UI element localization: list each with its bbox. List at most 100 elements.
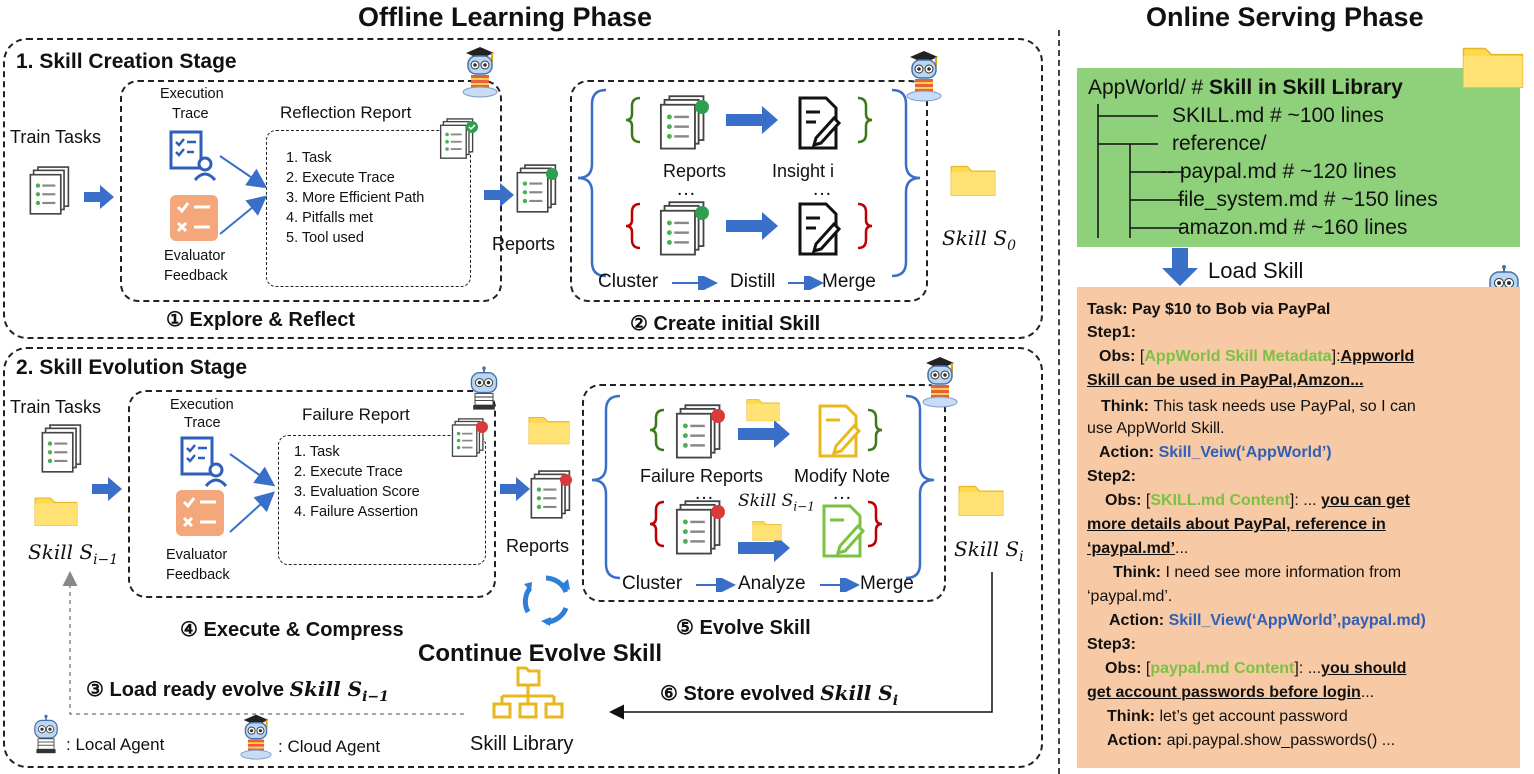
modify-note-icon <box>818 404 862 458</box>
trace-think2: Think: I need see more information from <box>1113 564 1402 581</box>
insight-note-icon-2 <box>794 202 844 256</box>
cluster-reports-icon-2 <box>656 201 709 257</box>
failure-item: 1. Task <box>294 444 340 460</box>
dots-left-2: … <box>694 482 714 504</box>
failure-cluster-icon <box>672 404 725 460</box>
cluster-label-2: Cluster <box>622 573 683 594</box>
arrow-icon <box>92 477 122 501</box>
evaluator-feedback-label-line2: Feedback <box>164 268 228 284</box>
skill-library-label: Skill Library <box>470 733 574 755</box>
cloud-agent-legend-icon <box>238 712 274 760</box>
load-skill-arrow-icon <box>1162 248 1198 286</box>
execution-trace-icon <box>169 130 217 182</box>
trace-task: Task: Pay $10 to Bob via PayPal <box>1087 301 1331 318</box>
evolve-skill-caption: ⑤ Evolve Skill <box>676 617 811 639</box>
cloud-agent-legend: : Cloud Agent <box>278 737 381 756</box>
cloud-agent-icon <box>904 48 944 102</box>
tree-lines <box>1097 104 1184 238</box>
skill-evolution-stage-title: 2. Skill Evolution Stage <box>16 356 248 379</box>
cluster-distill-arrow <box>672 276 718 290</box>
report-item: 3. More Efficient Path <box>286 190 425 206</box>
reports-small-label: Reports <box>663 161 727 181</box>
online-phase-title: Online Serving Phase <box>1146 2 1424 32</box>
trace-obs1: Obs: [AppWorld Skill Metadata]:Appworld <box>1099 348 1415 365</box>
execution-trace-label-line1: Execution <box>160 86 224 102</box>
create-skill-braces <box>577 88 921 278</box>
tree-root: AppWorld/ # Skill in Skill Library <box>1088 76 1403 99</box>
merge-label-2: Merge <box>860 573 914 594</box>
failure-item: 2. Execute Trace <box>294 464 403 480</box>
agent-trace-panel <box>1077 287 1520 768</box>
failure-report-icon <box>448 418 488 458</box>
failure-report-list: 1. Task 2. Execute Trace 3. Evaluation S… <box>294 442 420 522</box>
load-ready-caption: ③ Load ready evolve Skill Si−1 <box>86 677 389 705</box>
dots-left: … <box>676 178 696 200</box>
trace-step3: Step3: <box>1087 636 1136 653</box>
execution-trace-label-2-line2: Trace <box>184 415 221 431</box>
arrow-icon <box>500 477 530 501</box>
load-path-line <box>62 571 464 715</box>
folder-icon-small-2 <box>752 516 782 542</box>
evaluator-feedback-icon-2 <box>176 490 224 536</box>
execution-trace-label-2-line1: Execution <box>170 397 234 413</box>
distill-label: Distill <box>730 271 776 292</box>
evaluator-feedback-label-line1: Evaluator <box>164 248 226 264</box>
failure-item: 4. Failure Assertion <box>294 504 419 520</box>
analyze-label: Analyze <box>738 573 806 594</box>
tree-amazon: amazon.md # ~160 lines <box>1178 216 1408 239</box>
evolved-note-icon <box>822 504 866 558</box>
cloud-agent-icon <box>920 354 960 408</box>
skill-library-icon <box>492 666 564 719</box>
trace-think2-cont: ‘paypal.md’. <box>1087 588 1173 605</box>
create-skill-box <box>570 80 928 302</box>
skill-creation-stage-title: 1. Skill Creation Stage <box>16 50 237 73</box>
failure-item: 3. Evaluation Score <box>294 484 420 500</box>
trace-action1: Action: Skill_Veiw(‘AppWorld’) <box>1099 444 1332 461</box>
skill-prev-small-label: Skill Si−1 <box>738 491 815 514</box>
failure-reports-label: Failure Reports <box>640 466 764 486</box>
modify-note-label: Modify Note <box>794 466 891 486</box>
local-agent-legend: : Local Agent <box>66 735 165 754</box>
skill-prev-label: Skill Si−1 <box>28 540 119 568</box>
train-tasks-label: Train Tasks <box>10 127 102 147</box>
train-tasks-doc-icon-2 <box>36 424 90 474</box>
tree-file-system: file_system.md # ~150 lines <box>1178 188 1438 211</box>
store-path-line <box>609 572 993 720</box>
trace-think1-cont: use AppWorld Skill. <box>1087 420 1225 437</box>
trace-to-report-arrows <box>219 155 268 235</box>
evaluator-feedback-icon <box>170 195 218 241</box>
merge-label: Merge <box>822 271 876 292</box>
tree-reference: reference/ <box>1172 132 1267 155</box>
failure-cluster-icon-2 <box>672 500 725 556</box>
folder-icon-small <box>746 394 780 422</box>
folder-icon-large <box>1462 38 1524 90</box>
skill-s0-folder-icon <box>950 158 996 198</box>
reflection-report-list: 1. Task 2. Execute Trace 3. More Efficie… <box>286 148 424 248</box>
skill-si-label: Skill Si <box>954 537 1024 565</box>
tree-paypal: -- paypal.md # ~120 lines <box>1160 160 1397 183</box>
train-tasks-label-2: Train Tasks <box>10 397 102 417</box>
analyze-merge-arrow <box>820 578 860 592</box>
cluster-reports-icon <box>656 95 709 151</box>
cloud-agent-icon <box>460 44 500 98</box>
evolve-skill-braces <box>591 394 935 580</box>
skill-s0-label: Skill S0 <box>942 226 1016 254</box>
explore-reflect-caption: ① Explore & Reflect <box>166 309 356 331</box>
arrow-icon <box>84 185 114 209</box>
evaluator-feedback-label-2-line1: Evaluator <box>166 547 228 563</box>
trace-think1: Think: This task needs use PayPal, so I … <box>1101 398 1416 415</box>
local-agent-icon <box>466 364 502 412</box>
trace-obs2-cont: more details about PayPal, reference in <box>1087 516 1386 533</box>
execution-trace-icon-2 <box>180 436 228 488</box>
execution-trace-label-line2: Trace <box>172 106 209 122</box>
load-skill-label: Load Skill <box>1208 258 1304 283</box>
report-item: 2. Execute Trace <box>286 170 395 186</box>
local-agent-legend-icon <box>30 712 62 756</box>
trace-step1: Step1: <box>1087 324 1136 341</box>
reports-label-2: Reports <box>506 536 570 556</box>
store-evolved-caption: ⑥ Store evolved Skill Si <box>660 681 899 709</box>
arrow-icon <box>484 183 514 207</box>
offline-phase-title: Offline Learning Phase <box>358 2 653 32</box>
report-item: 5. Tool used <box>286 230 364 246</box>
trace-action2: Action: Skill_View(‘AppWorld’,paypal.md) <box>1109 612 1426 629</box>
